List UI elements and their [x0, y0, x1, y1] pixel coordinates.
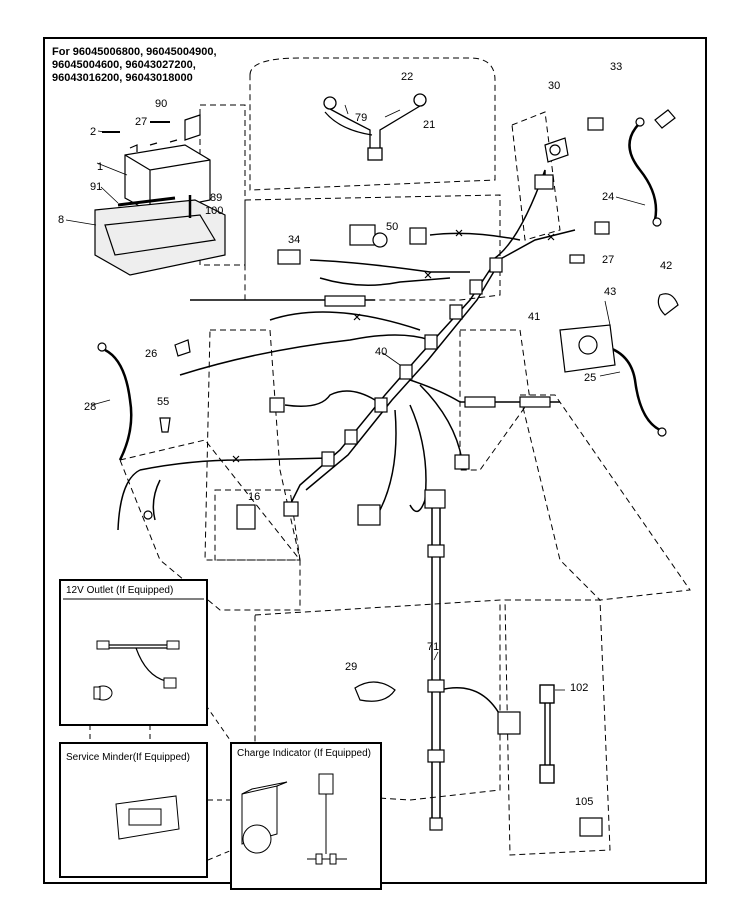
label-1: 1 — [97, 161, 103, 173]
wire-102 — [539, 684, 555, 784]
label-71: 71 — [427, 641, 439, 653]
label-79: 79 — [355, 112, 367, 124]
label-27b: 27 — [602, 254, 614, 266]
label-91: 91 — [90, 181, 102, 193]
label-29: 29 — [345, 661, 357, 673]
charge-indicator-inset: Charge Indicator (If Equipped) — [230, 742, 382, 890]
label-40: 40 — [375, 346, 387, 358]
label-28: 28 — [84, 401, 96, 413]
label-102: 102 — [570, 682, 588, 694]
leader-lines — [65, 104, 646, 691]
main-harness-40 — [117, 169, 576, 531]
label-90: 90 — [155, 98, 167, 110]
model-line-3: 96043016200, 96043018000 — [52, 72, 193, 84]
label-2: 2 — [90, 126, 96, 138]
service-minder-part — [115, 795, 180, 840]
wire-71-connectors — [424, 489, 521, 831]
label-55: 55 — [157, 396, 169, 408]
label-21: 21 — [423, 119, 435, 131]
label-41: 41 — [528, 311, 540, 323]
outlet-inset: 12V Outlet (If Equipped) — [59, 579, 208, 726]
model-line-1: For 96045006800, 96045004900, — [52, 46, 217, 58]
charge-indicator-parts — [241, 773, 347, 865]
label-105: 105 — [575, 796, 593, 808]
outlet-parts — [63, 598, 204, 701]
model-list: For 96045006800, 96045004900, 9604500460… — [52, 46, 217, 85]
label-16: 16 — [248, 491, 260, 503]
label-33: 33 — [610, 61, 622, 73]
outlet-inset-title: 12V Outlet (If Equipped) — [66, 585, 174, 596]
service-minder-inset: Service Minder(If Equipped) — [59, 742, 208, 878]
label-42: 42 — [660, 260, 672, 272]
inset-leaders — [89, 667, 233, 861]
charge-indicator-title: Charge Indicator (If Equipped) — [237, 748, 371, 759]
battery-cables — [104, 124, 661, 461]
wire-71 — [431, 490, 501, 830]
label-50: 50 — [386, 221, 398, 233]
label-26: 26 — [145, 348, 157, 360]
label-43: 43 — [604, 286, 616, 298]
service-minder-title: Service Minder(If Equipped) — [66, 752, 190, 763]
crossing-marks — [232, 229, 555, 463]
label-30: 30 — [548, 80, 560, 92]
label-27a: 27 — [135, 116, 147, 128]
headlight-harness — [323, 93, 427, 161]
label-100: 100 — [205, 205, 223, 217]
battery-assembly — [94, 114, 226, 276]
harness-connectors — [269, 174, 610, 517]
label-34: 34 — [288, 234, 300, 246]
label-22: 22 — [401, 71, 413, 83]
label-25: 25 — [584, 372, 596, 384]
label-24: 24 — [602, 191, 614, 203]
model-line-2: 96045004600, 96043027200, — [52, 59, 196, 71]
label-8: 8 — [58, 214, 64, 226]
label-89: 89 — [210, 192, 222, 204]
small-parts — [159, 117, 679, 837]
